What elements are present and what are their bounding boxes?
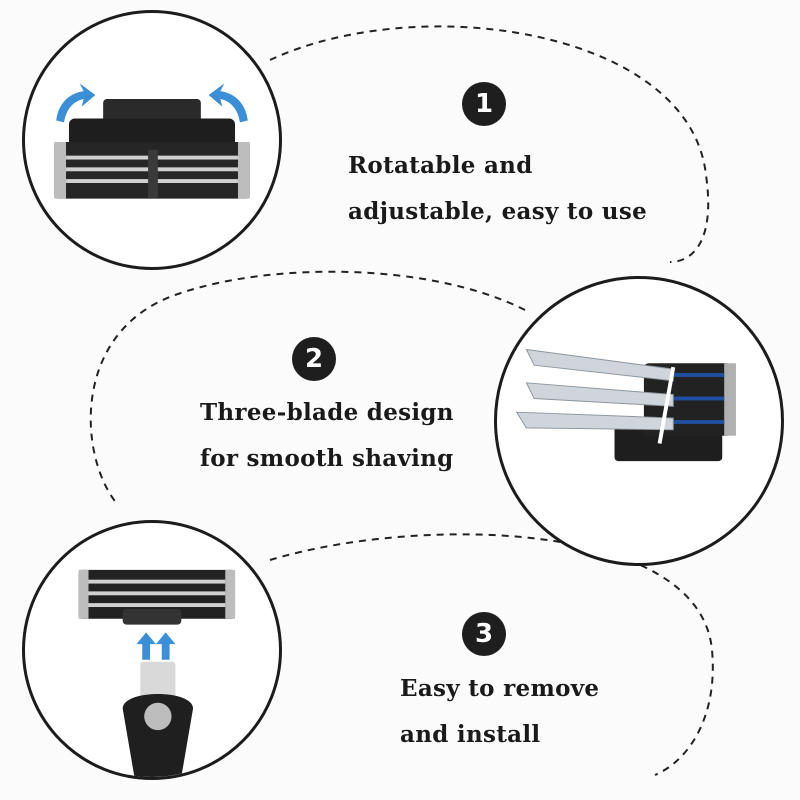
feature-1-caption: Rotatable and adjustable, easy to use: [348, 143, 647, 235]
feature-3-caption: Easy to remove and install: [400, 666, 599, 758]
feature-1-line-2: adjustable, easy to use: [348, 198, 648, 225]
rotating-head-image: [22, 10, 282, 270]
feature-3-line-2: and install: [400, 721, 541, 748]
feature-1-line-1: Rotatable and: [348, 152, 533, 179]
feature-2-line-2: for smooth shaving: [200, 445, 454, 472]
feature-3-number-badge: 3: [462, 612, 506, 656]
dashed-arc-3: [269, 533, 714, 776]
three-blade-image: [494, 276, 784, 566]
feature-1-number-badge: 1: [462, 82, 506, 126]
three-blade-cartridge-icon: [515, 348, 736, 462]
cartridge-handle-attach-icon: [78, 569, 236, 777]
feature-2-caption: Three-blade design for smooth shaving: [200, 390, 454, 482]
rotating-razor-head-icon: [54, 83, 250, 199]
feature-2-line-1: Three-blade design: [200, 399, 454, 426]
feature-3-line-1: Easy to remove: [400, 675, 600, 702]
attach-cartridge-image: [22, 520, 282, 780]
dashed-arc-1: [269, 25, 710, 263]
dashed-arc-2: [89, 270, 526, 506]
feature-2-number-badge: 2: [292, 337, 336, 381]
